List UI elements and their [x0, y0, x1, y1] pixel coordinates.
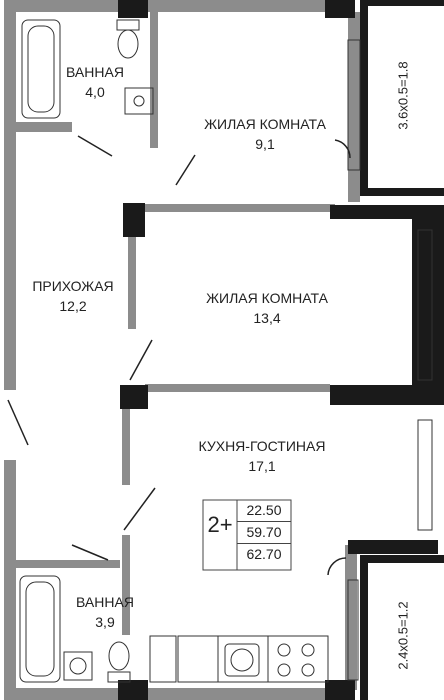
wall-bath-right — [150, 0, 158, 148]
room-name: ВАННАЯ — [66, 64, 124, 80]
sink-drain-top — [133, 95, 145, 107]
outer-wall-bottom — [4, 688, 350, 700]
column-top-left — [118, 0, 148, 18]
washer-bottom — [63, 651, 93, 681]
sink-top — [124, 87, 154, 115]
summary-box — [202, 499, 292, 571]
wall-right-upper — [348, 12, 360, 202]
door-room1-swing — [334, 139, 351, 159]
wall-right-kitchen — [345, 545, 357, 690]
bathtub-inner-top — [27, 25, 55, 113]
balcony-label-bottom: 2.4x0.5=1.2 — [395, 601, 411, 670]
room-name: ЖИЛАЯ КОМНАТА — [204, 116, 326, 132]
column-kitchen — [120, 385, 148, 409]
room-label-hallway: ПРИХОЖАЯ 12,2 — [28, 276, 118, 316]
total-area-value: 59.70 — [237, 522, 291, 544]
stove-burner-4 — [301, 663, 315, 677]
balcony-top-frame-top — [360, 0, 444, 6]
room-area: 3,9 — [95, 614, 115, 630]
room-name: КУХНЯ-ГОСТИНАЯ — [198, 438, 326, 454]
room-name: ПРИХОЖАЯ — [32, 278, 114, 294]
kitchen-counter — [177, 635, 329, 683]
summary-frame — [202, 499, 292, 571]
column-bottom-right — [325, 680, 355, 700]
balcony-label-top: 3.6x0.5=1.8 — [395, 61, 411, 130]
columns — [118, 0, 444, 700]
wall-hall-room2 — [128, 204, 136, 329]
room-area: 9,1 — [255, 136, 275, 152]
kitchen-sink — [224, 643, 260, 677]
wall-room1-hall — [145, 204, 335, 212]
balcony-bottom-frame-top — [360, 555, 444, 563]
wall-kitchen-hall — [122, 390, 130, 485]
wall-bath-bottom — [16, 122, 72, 132]
bath-fixtures-bottom — [19, 575, 131, 683]
room-label-living-2: ЖИЛАЯ КОМНАТА 13,4 — [197, 288, 337, 328]
window-room1 — [347, 39, 361, 171]
column-mid — [123, 203, 145, 237]
right-dark-band — [412, 205, 444, 405]
wall-bath2-right — [122, 535, 130, 635]
room-area: 13,4 — [253, 310, 281, 326]
living-area-value: 22.50 — [237, 500, 291, 522]
room-label-living-1: ЖИЛАЯ КОМНАТА 9,1 — [195, 114, 335, 154]
kitchen-sink-bowl — [230, 648, 254, 672]
window-bath — [347, 579, 359, 681]
column-bottom-left — [118, 680, 148, 700]
outer-wall-top — [4, 0, 350, 12]
outer-wall-left — [4, 0, 16, 390]
stove-burner-1 — [277, 643, 291, 657]
area-values: 22.50 59.70 62.70 — [237, 500, 291, 565]
toilet-tank-top — [116, 19, 140, 31]
kitchen-units — [149, 635, 329, 683]
toilet-bowl-bottom — [108, 641, 130, 671]
wall-room2-kitchen — [145, 384, 330, 392]
washer-drum-bottom — [69, 657, 87, 675]
door-bath-top — [77, 135, 113, 157]
window-kitchen — [417, 419, 433, 531]
door-room2 — [129, 339, 153, 381]
room-name: ЖИЛАЯ КОМНАТА — [206, 290, 328, 306]
bathtub-bottom — [19, 575, 61, 683]
room-label-bathroom-bottom: ВАННАЯ 3,9 — [65, 592, 145, 632]
outer-wall-left-lower — [4, 460, 16, 700]
doors — [7, 135, 351, 576]
column-top-right — [325, 0, 355, 18]
wall-bath2-top — [16, 560, 120, 568]
door-kitchen — [123, 487, 156, 531]
total-with-balconies-value: 62.70 — [246, 546, 282, 562]
bathtub-top — [21, 19, 61, 119]
windows — [347, 39, 433, 681]
room-name: ВАННАЯ — [76, 594, 134, 610]
fridge — [149, 635, 177, 683]
stove-burner-3 — [277, 663, 291, 677]
toilet-bowl-top — [117, 29, 139, 59]
wall-dark-kitchen-bottom — [348, 540, 438, 554]
door-kitchen-swing — [327, 557, 347, 576]
stove-burner-2 — [301, 643, 315, 657]
room-label-bathroom-top: ВАННАЯ 4,0 — [55, 62, 135, 102]
balcony-top-frame-bottom — [360, 188, 444, 196]
room-label-kitchen: КУХНЯ-ГОСТИНАЯ 17,1 — [187, 436, 337, 476]
room-area: 17,1 — [248, 458, 276, 474]
door-hallway-entry — [7, 399, 29, 446]
room-area: 12,2 — [59, 298, 87, 314]
bath-fixtures-top — [21, 19, 154, 119]
bathtub-inner-bottom — [25, 581, 55, 677]
door-room1 — [175, 154, 196, 186]
wall-dark-mid — [330, 205, 420, 219]
rooms-count: 2+ — [207, 512, 233, 537]
wall-dark-kitchen — [330, 385, 420, 405]
area-summary: 2+ 22.50 59.70 62.70 — [203, 500, 291, 570]
window-room2 — [417, 229, 433, 381]
balcony-top-frame-left — [360, 0, 368, 196]
balcony-bottom-frame-left — [360, 555, 368, 700]
toilet-tank-bottom — [107, 671, 131, 683]
door-bath-bottom — [71, 544, 109, 561]
room-area: 4,0 — [85, 84, 105, 100]
